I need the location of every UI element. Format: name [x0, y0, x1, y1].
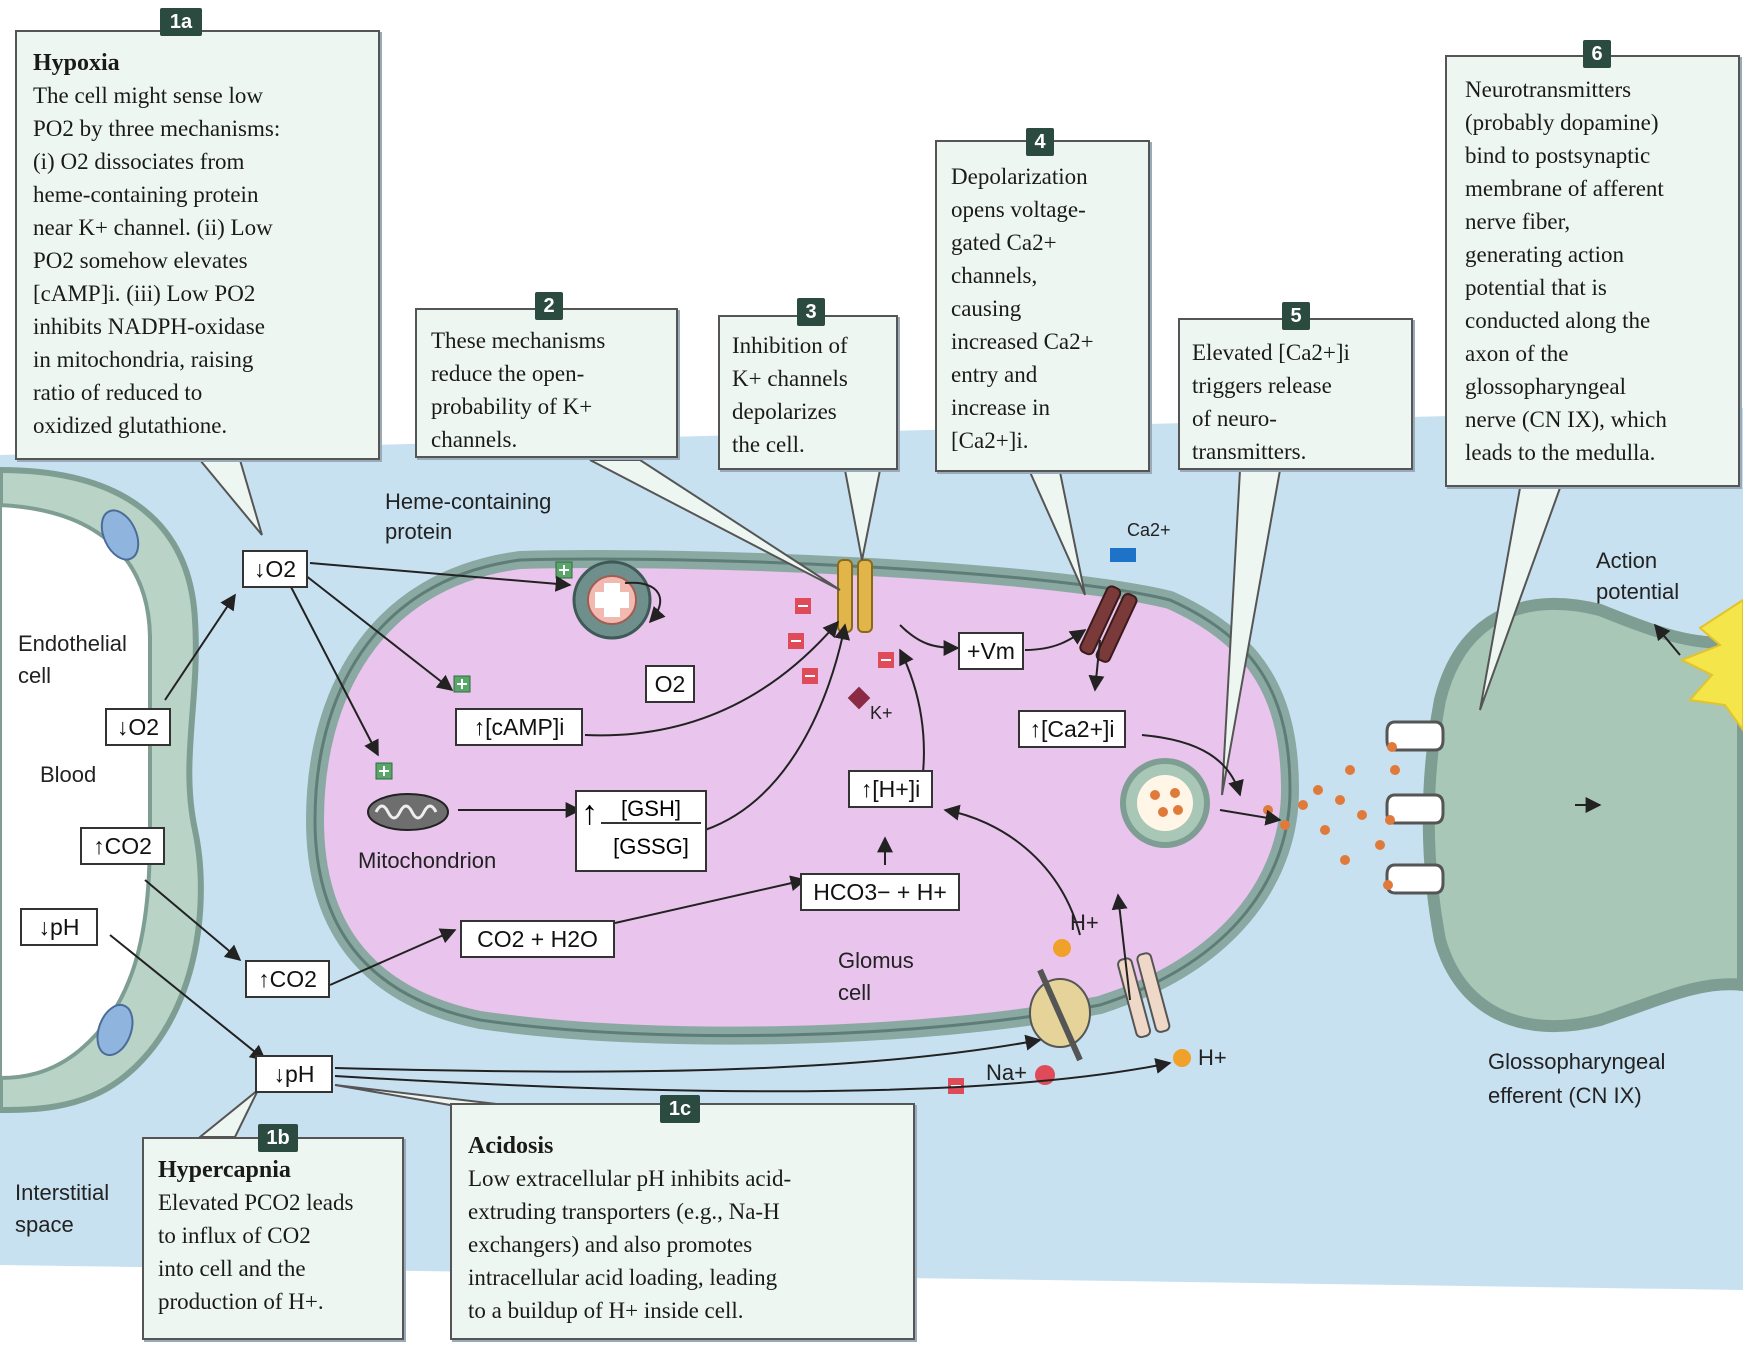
- badge-4: 4: [1026, 128, 1054, 156]
- hco3-plus-h: HCO3− + H+: [800, 873, 960, 911]
- action-potential-burst: [1679, 598, 1743, 732]
- gssg-denominator: [GSSG]: [613, 834, 689, 859]
- box-1a-body: The cell might sense low PO2 by three me…: [33, 83, 281, 438]
- box-5: Elevated [Ca2+]i triggers release of neu…: [1178, 318, 1413, 470]
- badge-1a: 1a: [160, 8, 202, 36]
- callout-pointers: [197, 459, 1562, 1138]
- badge-1b: 1b: [258, 1124, 298, 1152]
- label-glomus-cell: Glomus cell: [838, 948, 914, 1005]
- box-6-body: Neurotransmitters (probably dopamine) bi…: [1465, 77, 1667, 465]
- label-ca-ion: Ca2+: [1127, 520, 1171, 540]
- box-1b-hypercapnia: Hypercapnia Elevated PCO2 leads to influ…: [142, 1137, 404, 1340]
- pathway-arrows: [109, 562, 1681, 1093]
- o2-released: O2: [645, 665, 695, 703]
- box-6: Neurotransmitters (probably dopamine) bi…: [1445, 55, 1740, 487]
- endothelial-cell: [0, 466, 204, 1113]
- box-1c-body: Low extracellular pH inhibits acid- extr…: [468, 1166, 792, 1323]
- heme-protein-icon: [572, 560, 652, 640]
- label-mitochondrion: Mitochondrion: [358, 848, 497, 873]
- label-k-ion: K+: [870, 703, 893, 723]
- acid-transporter-icon: [1117, 952, 1171, 1039]
- box-1c-title: Acidosis: [468, 1133, 554, 1159]
- badge-2: 2: [535, 292, 563, 320]
- ca-channel-icon: [1079, 585, 1138, 663]
- box-3: Inhibition of K+ channels depolarizes th…: [718, 315, 898, 470]
- minus-marks: [791, 605, 961, 1087]
- box-1b-body: Elevated PCO2 leads to influx of CO2 int…: [158, 1190, 354, 1314]
- plus-marks: [379, 565, 569, 776]
- box-3-body: Inhibition of K+ channels depolarizes th…: [732, 333, 848, 457]
- gsh-numerator: [GSH]: [601, 796, 701, 824]
- box-4: Depolarization opens voltage- gated Ca2+…: [935, 140, 1150, 472]
- label-glossopharyngeal: Glossopharyngeal efferent (CN IX): [1488, 1049, 1666, 1108]
- label-endothelial-cell: Endothelial cell: [18, 631, 127, 688]
- label-na-ion: Na+: [986, 1060, 1027, 1085]
- co2-high-blood: ↑CO2: [80, 827, 165, 865]
- label-action-potential: Action potential: [1596, 548, 1680, 604]
- box-1a-title: Hypoxia: [33, 50, 120, 76]
- k-ion-marker: [847, 686, 871, 710]
- label-blood: Blood: [40, 762, 97, 787]
- badge-1c: 1c: [660, 1095, 700, 1123]
- o2-low-top: ↓O2: [242, 550, 308, 588]
- co2-plus-h2o: CO2 + H2O: [460, 920, 615, 958]
- mitochondrion-icon: [367, 793, 449, 831]
- camp-level: ↑[cAMP]i: [455, 708, 583, 746]
- gsh-ratio: ↑ [GSH] [GSSG]: [575, 790, 707, 872]
- membrane-potential: +Vm: [958, 632, 1024, 670]
- box-2: These mechanisms reduce the open- probab…: [415, 308, 678, 458]
- badge-5: 5: [1282, 302, 1310, 330]
- ph-low-interstitial: ↓pH: [255, 1055, 333, 1093]
- k-channel-icon: [837, 559, 873, 633]
- minus-markers: [788, 598, 964, 1094]
- h-ion-dot-inside: [1053, 939, 1071, 957]
- receptor-bound-dots: [1383, 742, 1397, 890]
- ca-intracellular: ↑[Ca2+]i: [1018, 710, 1126, 748]
- badge-6: 6: [1583, 40, 1611, 68]
- na-h-exchanger-icon: [1029, 968, 1091, 1062]
- box-1c-acidosis: Acidosis Low extracellular pH inhibits a…: [450, 1103, 915, 1340]
- h-intracellular: ↑[H+]i: [848, 770, 933, 808]
- box-2-body: These mechanisms reduce the open- probab…: [431, 328, 606, 452]
- label-interstitial-space: Interstitial space: [15, 1180, 110, 1237]
- gsh-up-arrow: ↑: [581, 794, 598, 832]
- o2-low-blood: ↓O2: [105, 708, 171, 746]
- label-heme-protein: Heme-containing protein: [385, 489, 552, 544]
- ca-ion-marker: [1110, 548, 1136, 562]
- co2-high-interstitial: ↑CO2: [245, 960, 330, 998]
- ph-low-left: ↓pH: [20, 908, 98, 946]
- h-ion-dot-outside: [1173, 1049, 1191, 1067]
- box-4-body: Depolarization opens voltage- gated Ca2+…: [951, 164, 1094, 453]
- box-1a-hypoxia: Hypoxia The cell might sense low PO2 by …: [15, 30, 380, 460]
- label-h-ion-inside: H+: [1070, 910, 1099, 935]
- badge-3: 3: [797, 298, 825, 326]
- label-h-ion-outside: H+: [1198, 1045, 1227, 1070]
- postsynaptic-receptors: [1385, 720, 1445, 895]
- box-5-body: Elevated [Ca2+]i triggers release of neu…: [1192, 340, 1350, 464]
- vesicle: [1120, 758, 1210, 848]
- box-1b-title: Hypercapnia: [158, 1157, 291, 1183]
